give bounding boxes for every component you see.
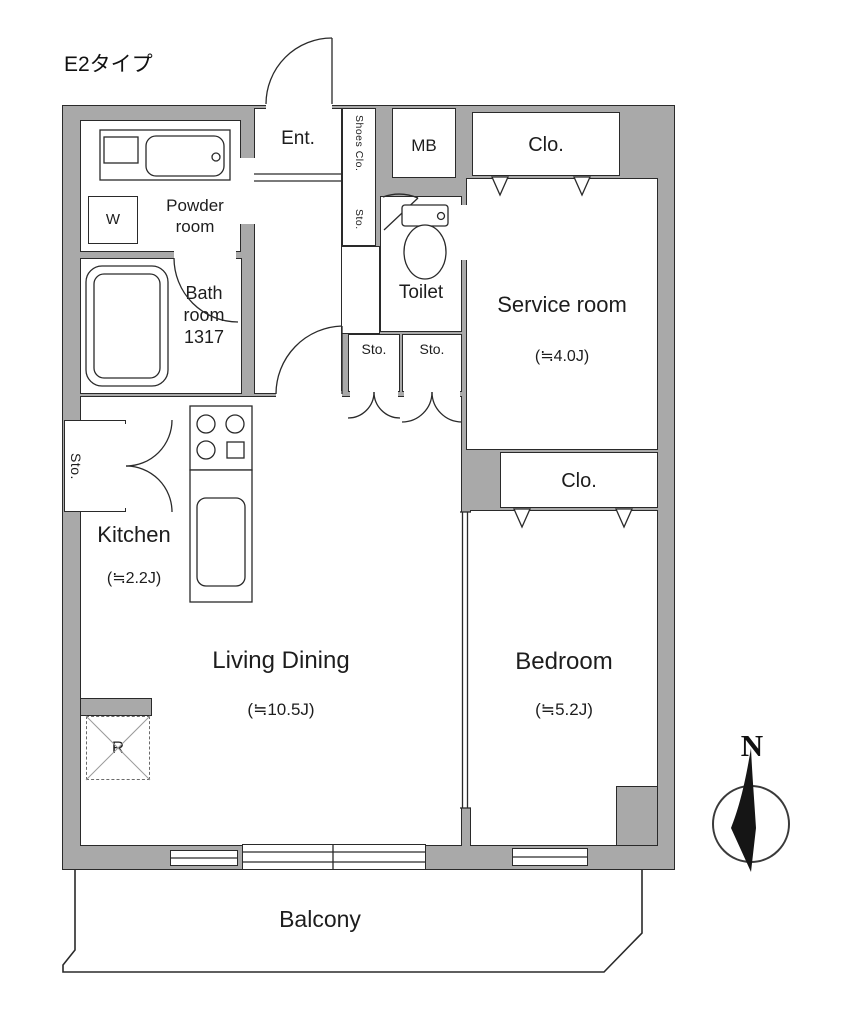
storage-b-opening (404, 391, 460, 398)
kitchen-label: Kitchen (97, 521, 171, 547)
window-living-small (170, 850, 238, 866)
entrance-label: Ent. (281, 128, 315, 150)
powder-door-opening (240, 158, 255, 224)
room-bedroom-closet (500, 452, 658, 508)
window-bedroom (512, 848, 588, 866)
compass-icon (712, 748, 790, 872)
room-storage-a (348, 334, 400, 392)
storage-a-label: Sto. (361, 341, 387, 358)
washer-box: W (88, 196, 138, 244)
shoes-closet-label: Shoes Clo. (353, 115, 365, 172)
kitchen-sto-label: Sto. (68, 452, 84, 480)
bath-door-opening (174, 251, 236, 260)
service-closet-label: Clo. (528, 133, 564, 156)
balcony-label: Balcony (279, 905, 361, 932)
service-room-size: (≒4.0J) (534, 348, 590, 366)
room-service-closet (472, 112, 620, 176)
living-dining-label: Living Dining (212, 647, 350, 675)
living-dining-size: (≒10.5J) (247, 699, 315, 719)
service-door-opening (461, 205, 471, 260)
kitchen-storage-opening (123, 424, 128, 508)
compass-north-label: N (740, 728, 764, 763)
room-meter-box (392, 108, 456, 178)
room-kitchen-storage: Sto. (64, 420, 126, 512)
meter-box-label: MB (411, 135, 437, 155)
entrance-door-icon (265, 37, 333, 105)
bedroom-closet-label: Clo. (561, 469, 597, 492)
kitchen-size: (≒2.2J) (106, 570, 162, 588)
bedroom-partition-opening (460, 512, 471, 808)
wall-step-bottom-left (80, 698, 152, 716)
window-living-large (242, 844, 426, 870)
storage-b-label: Sto. (419, 341, 445, 358)
toilet-label: Toilet (398, 282, 444, 304)
bedroom-label: Bedroom (515, 648, 613, 676)
shoes-sto-label: Sto. (353, 209, 365, 230)
room-shoes-closet: Shoes Clo. Sto. (342, 108, 376, 246)
room-service (466, 178, 658, 450)
fridge-label: R (111, 737, 125, 757)
storage-a-opening (350, 391, 398, 398)
bedroom-size: (≒5.2J) (535, 699, 593, 719)
room-toilet (380, 196, 462, 332)
hall-ld-opening (276, 391, 342, 398)
room-storage-b (402, 334, 462, 392)
entrance-opening (266, 104, 332, 119)
room-hall-toilet-front (342, 246, 380, 334)
service-room-label: Service room (497, 291, 627, 317)
powder-room-label: Powder room (166, 196, 224, 236)
plan-title: E2タイプ (64, 53, 153, 76)
bath-room-label: Bath room 1317 (183, 283, 225, 347)
wall-column-bottom-right (616, 786, 658, 846)
